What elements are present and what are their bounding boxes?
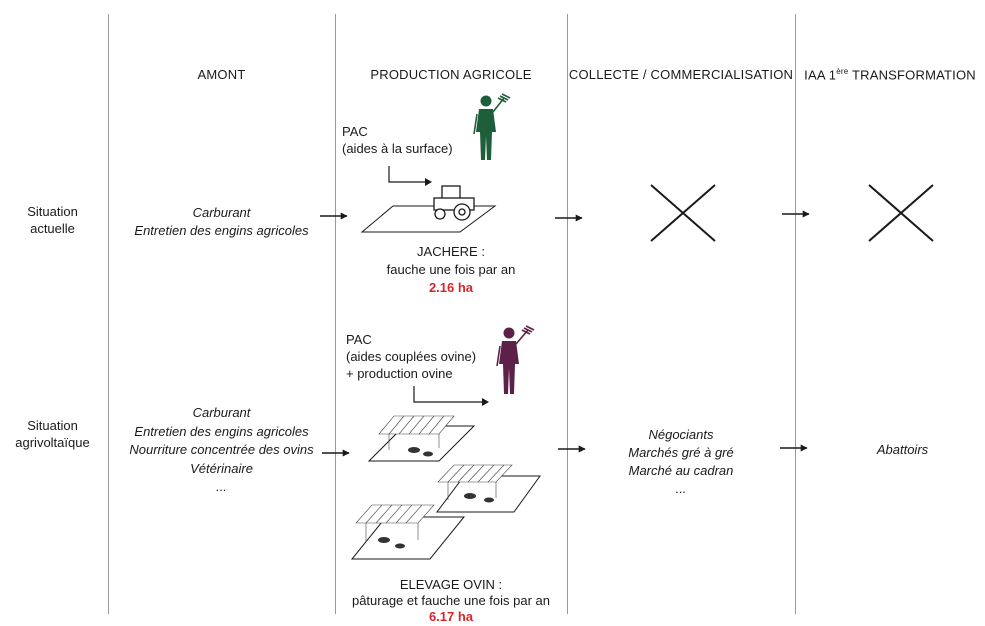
- cross-icon: [868, 184, 934, 242]
- collecte-agrivoltaic: Négociants Marchés gré à gré Marché au c…: [567, 426, 795, 498]
- row-label-line: Situation: [27, 418, 78, 433]
- header-transformation-suffix: TRANSFORMATION: [848, 67, 976, 83]
- transformation-agrivoltaic: Abattoirs: [795, 441, 985, 458]
- pac-arrow-icon: [413, 386, 489, 406]
- production-current: JACHERE : fauche une fois par an 2.16 ha: [335, 243, 567, 297]
- pac-agrivoltaic: PAC (aides couplées ovine) + production …: [346, 331, 476, 382]
- production-title: ELEVAGE OVIN :: [399, 577, 503, 592]
- amont-agrivoltaic: Carburant Entretien des engins agricoles…: [108, 404, 335, 497]
- header-production: PRODUCTION AGRICOLE: [370, 67, 532, 82]
- header-transformation: IAA 1ère TRANSFORMATION: [795, 67, 985, 82]
- header-transformation-prefix: IAA 1: [804, 67, 837, 83]
- sheep-icon: [378, 447, 494, 549]
- row-label-line: Situation: [27, 204, 78, 219]
- collecte-item: ...: [675, 481, 687, 496]
- pac-line: (aides à la surface): [342, 141, 453, 156]
- amont-item: Entretien des engins agricoles: [134, 423, 309, 439]
- area-value: 6.17 ha: [428, 609, 474, 624]
- area-value: 2.16 ha: [428, 280, 474, 295]
- collecte-item: Marchés gré à gré: [628, 445, 734, 460]
- column-divider: [335, 14, 336, 614]
- column-divider: [108, 14, 109, 614]
- row-label-line: actuelle: [30, 221, 75, 236]
- tractor-icon: [433, 185, 475, 221]
- pac-line: (aides couplées ovine): [346, 349, 477, 364]
- row-label-line: agrivoltaïque: [15, 435, 90, 450]
- pac-line: PAC: [346, 332, 372, 347]
- header-collecte: COLLECTE / COMMERCIALISATION: [568, 67, 794, 82]
- amont-item: Carburant: [192, 405, 251, 420]
- column-divider: [567, 14, 568, 614]
- production-title: JACHERE :: [417, 244, 485, 259]
- amont-item: Carburant: [192, 205, 251, 220]
- amont-current: Carburant Entretien des engins agricoles: [108, 204, 335, 240]
- row-label-current: Situation actuelle: [0, 203, 105, 237]
- tractor-field-illustration: [360, 185, 497, 233]
- production-agrivoltaic: ELEVAGE OVIN : pâturage et fauche une fo…: [335, 577, 567, 625]
- row-label-agrivoltaic: Situation agrivoltaïque: [0, 417, 105, 451]
- farmer-icon: [496, 325, 535, 394]
- production-desc: pâturage et fauche une fois par an: [351, 593, 551, 608]
- amont-item: Vétérinaire: [190, 460, 253, 476]
- amont-item: Nourriture concentrée des ovins: [129, 442, 314, 457]
- amont-item: Entretien des engins agricoles: [134, 223, 309, 238]
- pac-line: + production ovine: [346, 366, 453, 381]
- agrivoltaic-fields-illustration: [350, 415, 541, 560]
- pac-arrow-icon: [388, 166, 432, 186]
- header-transformation-sup: ère: [836, 67, 849, 76]
- collecte-item: Marché au cadran: [628, 463, 734, 478]
- amont-item: ...: [216, 479, 227, 494]
- farmer-icon: [473, 93, 511, 160]
- collecte-item: Négociants: [648, 427, 714, 442]
- pac-line: PAC: [342, 124, 368, 139]
- cross-icon: [650, 184, 716, 242]
- column-divider: [795, 14, 796, 614]
- transformation-item: Abattoirs: [876, 442, 929, 457]
- header-amont: AMONT: [197, 67, 246, 82]
- production-desc: fauche une fois par an: [386, 262, 516, 277]
- pac-current: PAC (aides à la surface): [342, 123, 453, 157]
